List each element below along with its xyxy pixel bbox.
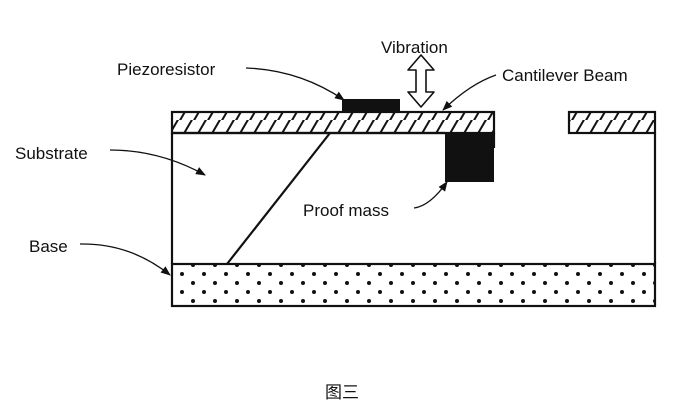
cantilever-beam-leader [442, 74, 497, 111]
piezoresistor-leader [245, 67, 345, 101]
proof-mass-leader [413, 181, 448, 209]
proof-mass-block [445, 133, 494, 182]
substrate-label: Substrate [15, 144, 88, 163]
vibration-label: Vibration [381, 38, 448, 57]
base-leader [79, 243, 171, 276]
right-support-block [567, 110, 657, 135]
vibration-double-arrow [407, 54, 435, 108]
substrate-leader [109, 149, 206, 176]
cantilever-beam-label: Cantilever Beam [502, 66, 628, 85]
substrate-outline [170, 131, 657, 264]
piezoresistor-label: Piezoresistor [117, 60, 216, 79]
proof-mass-label: Proof mass [303, 201, 389, 220]
cantilever-beam [170, 110, 496, 135]
etched-wall-line [226, 132, 331, 265]
base-layer [170, 262, 657, 308]
figure-caption: 图三 [325, 383, 359, 403]
piezoresistor-element [342, 99, 400, 112]
base-label: Base [29, 237, 68, 256]
